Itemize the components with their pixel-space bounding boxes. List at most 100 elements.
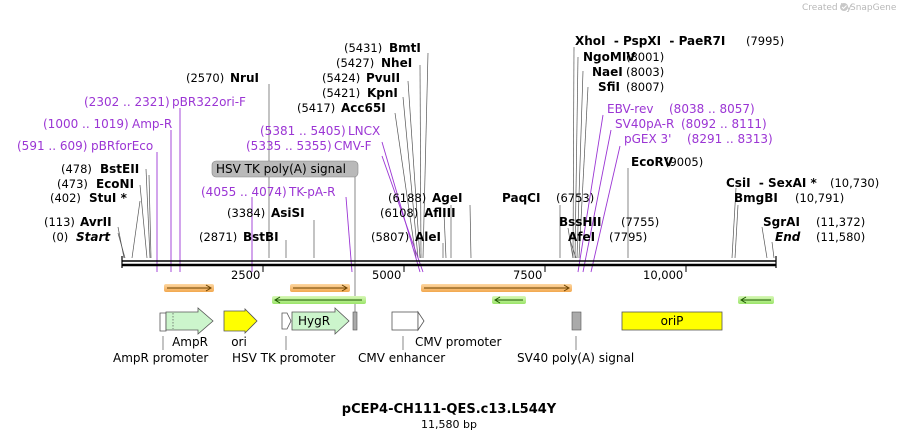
enzyme-nhei: NheI <box>381 56 412 70</box>
enzyme-csii-group: CsiI - SexAI * <box>726 176 817 190</box>
enzyme-pos-agei: (6188) <box>388 191 426 205</box>
feature-label-orip: oriP <box>661 314 684 328</box>
enzyme-connector-lines <box>117 46 775 259</box>
ruler-label-2500: 2500 <box>231 268 260 282</box>
primer-arrow-reverse-3 <box>738 296 774 304</box>
enzyme-pos-7755: (7755) <box>621 215 659 229</box>
feature-label-sv40-polya: SV40 poly(A) signal <box>517 351 634 365</box>
enzyme-pos-start: (0) <box>52 230 68 244</box>
orip-feature <box>621 311 723 331</box>
primer-pos-ebv-rev: (8038 .. 8057) <box>669 102 755 116</box>
enzyme-bmgbi: BmgBI <box>734 191 778 205</box>
primer-pgex-3: pGEX 3' <box>624 132 671 146</box>
enzyme-paqci: PaqCI <box>502 191 540 205</box>
ruler-label-7500: 7500 <box>513 268 542 282</box>
enzyme-alei: AleI <box>415 230 441 244</box>
map-subtitle: 11,580 bp <box>421 418 477 431</box>
cmv-promoter-glyph <box>417 310 425 332</box>
feature-label-hsv-tk-promoter: HSV TK promoter <box>232 351 335 365</box>
enzyme-afei: AfeI <box>568 230 595 244</box>
hsv-polya-label: HSV TK poly(A) signal <box>216 162 346 176</box>
enzyme-pos-avrii: (113) <box>44 215 75 229</box>
primer-pbr322ori-f: pBR322ori-F <box>172 95 246 109</box>
enzyme-pos-pvuii: (5424) <box>322 71 360 85</box>
enzyme-pos-sfii: (8007) <box>626 80 664 94</box>
primer-ebv-rev: EBV-rev <box>607 102 653 116</box>
ampr-promoter-glyph <box>159 312 167 332</box>
enzyme-stui: StuI * <box>89 191 128 205</box>
primer-arrow-forward-1 <box>164 284 214 292</box>
ruler-tick-marks <box>262 266 687 272</box>
primer-amp-r: Amp-R <box>132 117 172 131</box>
feature-label-hygr: HygR <box>298 314 330 328</box>
hsv-tk-promoter-glyph <box>281 312 292 330</box>
primer-pos-lncx: (5381 .. 5405) <box>260 124 346 138</box>
enzyme-pos-ngomiv: (8001) <box>626 50 664 64</box>
enzyme-pos-ecorv: (9005) <box>665 155 703 169</box>
enzyme-kpni: KpnI <box>367 86 398 100</box>
feature-label-ampr-promoter: AmpR promoter <box>113 351 208 365</box>
enzyme-sgrai: SgrAI <box>763 215 800 229</box>
feature-label-ampr: AmpR <box>172 335 208 349</box>
sequence-bar <box>121 256 777 268</box>
enzyme-pos-alei: (5807) <box>371 230 409 244</box>
primer-pos-cmv-f: (5335 .. 5355) <box>246 139 332 153</box>
primer-pos-pgex-3: (8291 .. 8313) <box>687 132 773 146</box>
enzyme-pos-7795: (7795) <box>609 230 647 244</box>
enzyme-pos-xhoi: (7995) <box>746 34 784 48</box>
enzyme-pos-kpni: (5421) <box>322 86 360 100</box>
primer-tk-pa-r: TK-pA-R <box>288 185 336 199</box>
brand-snapgene: SnapGene <box>850 3 897 13</box>
enzyme-pos-afliii: (6108) <box>380 206 418 220</box>
primer-cmv-f: CMV-F <box>334 139 372 153</box>
primer-arrow-reverse-1 <box>272 296 366 304</box>
enzyme-pos-bstbi: (2871) <box>199 230 237 244</box>
primer-pos-pbr322ori-f: (2302 .. 2321) <box>84 95 170 109</box>
primer-pos-sv40pa-r: (8092 .. 8111) <box>681 117 767 131</box>
enzyme-naei: NaeI <box>592 65 623 79</box>
map-title: pCEP4-CH111-QES.c13.L544Y <box>342 402 557 417</box>
enzyme-pvuii: PvuII <box>366 71 400 85</box>
enzyme-bsshii: BssHII <box>559 215 601 229</box>
enzyme-avrii: AvrII <box>80 215 112 229</box>
primer-pos-tk-pa-r: (4055 .. 4074) <box>201 185 287 199</box>
enzyme-ecorv: EcoRV <box>631 155 674 169</box>
primer-arrow-reverse-2 <box>492 296 526 304</box>
enzyme-pos-bmti: (5431) <box>344 41 382 55</box>
feature-label-cmv-promoter: CMV promoter <box>415 335 502 349</box>
enzyme-pos-econi: (473) <box>57 177 88 191</box>
cmv-enhancer-glyph <box>391 311 419 331</box>
primer-pos-amp-r: (1000 .. 1019) <box>43 117 129 131</box>
enzyme-pos-acc65i: (5417) <box>297 101 335 115</box>
feature-label-ori: ori <box>231 335 247 349</box>
enzyme-pos-asisi: (3384) <box>227 206 265 220</box>
enzyme-asisi: AsiSI <box>271 206 305 220</box>
enzyme-pos-csii: (10,730) <box>830 176 879 190</box>
enzyme-pos-nhei: (5427) <box>336 56 374 70</box>
enzyme-pos-bsteii: (478) <box>61 162 92 176</box>
enzyme-afliii: AflIII <box>424 206 456 220</box>
enzyme-end: End <box>775 230 801 244</box>
ampr-feature-arrow <box>165 307 214 335</box>
enzyme-sfii: SfiI <box>598 80 620 94</box>
primer-sv40pa-r: SV40pA-R <box>615 117 674 131</box>
enzyme-econi: EcoNI <box>96 177 134 191</box>
enzyme-pos-stui: (402) <box>50 191 81 205</box>
primer-arrow-forward-2 <box>290 284 350 292</box>
enzyme-nrui: NruI <box>230 71 259 85</box>
enzyme-pos-nrui: (2570) <box>186 71 224 85</box>
brand-created-by: Created by <box>802 3 852 13</box>
feature-label-cmv-enhancer: CMV enhancer <box>358 351 445 365</box>
hsv-polya-feature <box>352 311 358 331</box>
primer-lncx: LNCX <box>348 124 380 138</box>
enzyme-bmti: BmtI <box>389 41 421 55</box>
primer-pos-pbrforeco: (591 .. 609) <box>17 139 87 153</box>
primer-lines <box>156 108 621 273</box>
enzyme-pos-bmgbi: (10,791) <box>795 191 844 205</box>
snapgene-logo-icon <box>840 3 848 11</box>
enzyme-ngomiv: NgoMIV <box>583 50 636 64</box>
primer-arrow-forward-3 <box>421 284 572 292</box>
ruler-label-5000: 5000 <box>372 268 401 282</box>
enzyme-pos-sgrai: (11,372) <box>816 215 865 229</box>
